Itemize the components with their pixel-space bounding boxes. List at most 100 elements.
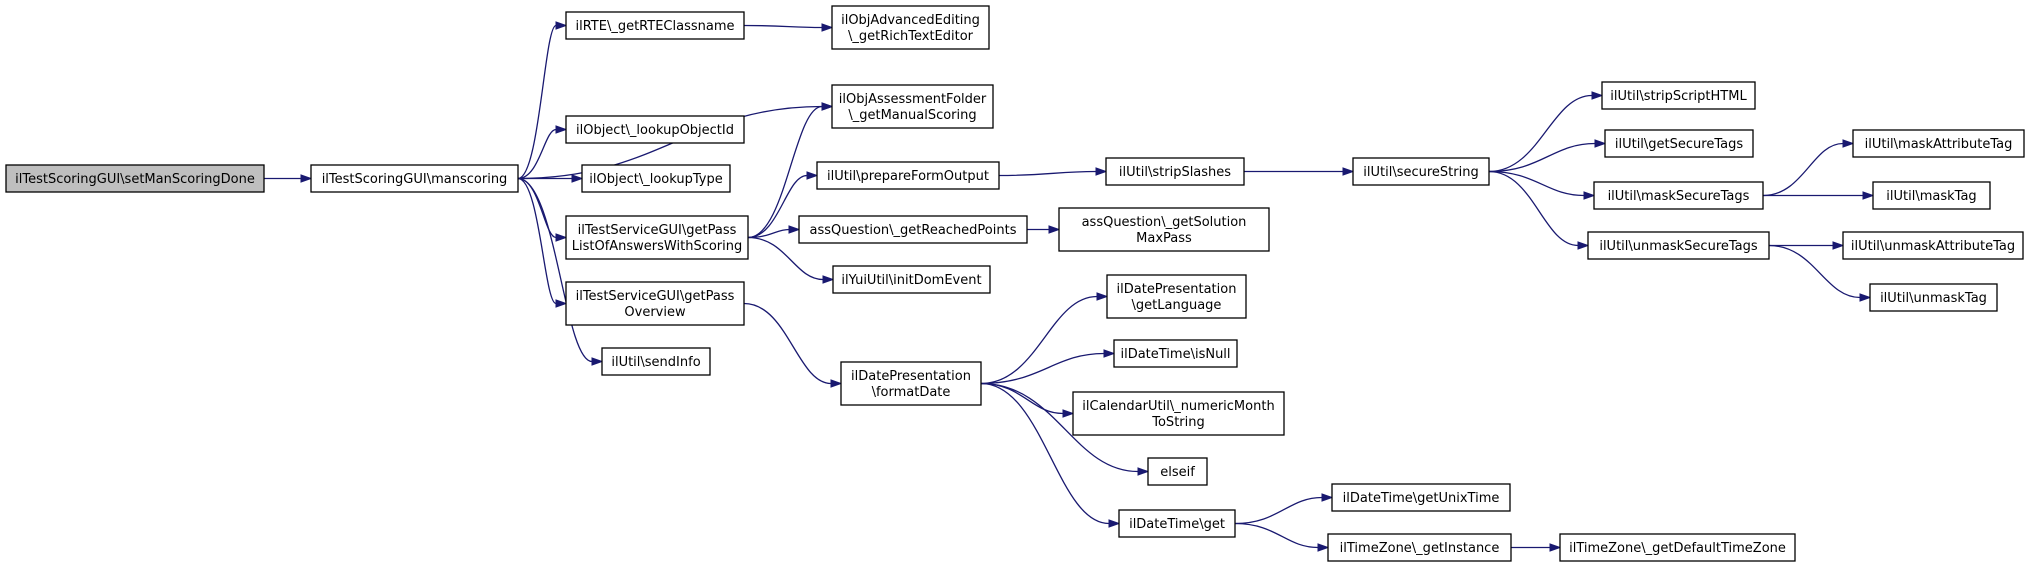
- node-label: Overview: [624, 305, 686, 320]
- function-node[interactable]: ilObject\_lookupObjectId: [565, 115, 745, 144]
- function-node[interactable]: ilYuiUtil\initDomEvent: [832, 265, 991, 294]
- function-node[interactable]: ilUtil\unmaskSecureTags: [1587, 231, 1770, 260]
- node-label: ilUtil\maskTag: [1886, 189, 1976, 204]
- function-node[interactable]: ilUtil\stripSlashes: [1105, 157, 1245, 186]
- node-box: [1559, 533, 1796, 562]
- edge-line: [1762, 142, 1844, 197]
- node-box: [601, 347, 711, 376]
- call-edge: [1488, 139, 1607, 173]
- node-box: [1601, 81, 1756, 110]
- function-node[interactable]: ilUtil\unmaskAttributeTag: [1842, 231, 2024, 260]
- node-box: [798, 215, 1028, 244]
- function-node[interactable]: elseif: [1147, 457, 1208, 486]
- function-node[interactable]: ilUtil\sendInfo: [601, 347, 711, 376]
- node-label: ilUtil\maskAttributeTag: [1865, 137, 2013, 152]
- arrowhead-icon: [1095, 167, 1108, 176]
- node-label: ilObjAssessmentFolder: [839, 92, 987, 107]
- arrowhead-icon: [555, 299, 568, 308]
- node-box: [1072, 391, 1285, 436]
- function-node[interactable]: ilUtil\maskTag: [1872, 181, 1991, 210]
- function-node[interactable]: ilTestScoringGUI\manscoring: [310, 164, 519, 193]
- call-edge: [1763, 191, 1875, 200]
- node-box: [565, 11, 745, 40]
- edge-line: [980, 352, 1105, 385]
- edge-line: [1768, 244, 1861, 299]
- function-node[interactable]: ilDateTime\get: [1118, 509, 1236, 538]
- function-node[interactable]: ilObjAdvancedEditing\_getRichTextEditor: [831, 5, 990, 50]
- edge-line: [1488, 170, 1585, 197]
- function-node[interactable]: ilDatePresentation\getLanguage: [1106, 274, 1247, 319]
- call-edge: [980, 382, 1150, 476]
- edge-line: [1234, 522, 1319, 549]
- function-node[interactable]: ilRTE\_getRTEClassname: [565, 11, 745, 40]
- node-label: ilUtil\getSecureTags: [1615, 137, 1743, 152]
- function-node[interactable]: ilUtil\getSecureTags: [1604, 129, 1754, 158]
- arrowhead-icon: [1583, 191, 1596, 200]
- arrowhead-icon: [1342, 167, 1355, 176]
- node-label: ilRTE\_getRTEClassname: [575, 19, 734, 34]
- arrowhead-icon: [1594, 139, 1607, 148]
- arrowhead-icon: [1317, 543, 1330, 552]
- function-node[interactable]: ilUtil\prepareFormOutput: [816, 161, 1000, 190]
- arrowhead-icon: [806, 171, 819, 180]
- function-node[interactable]: assQuestion\_getReachedPoints: [798, 215, 1028, 244]
- node-label: ilTestScoringGUI\setManScoringDone: [15, 172, 255, 187]
- node-box: [816, 161, 1000, 190]
- function-node[interactable]: ilUtil\maskSecureTags: [1593, 181, 1764, 210]
- node-label: elseif: [1160, 465, 1195, 480]
- edge-line: [1234, 496, 1323, 525]
- node-box: [1113, 339, 1238, 368]
- function-node[interactable]: ilObject\_lookupType: [581, 164, 731, 193]
- node-label: ilDateTime\isNull: [1120, 347, 1230, 362]
- function-node[interactable]: ilObjAssessmentFolder\_getManualScoring: [831, 84, 994, 129]
- call-edge: [1762, 139, 1855, 197]
- node-box: [1593, 181, 1764, 210]
- node-label: ilUtil\stripSlashes: [1119, 165, 1231, 180]
- function-node[interactable]: ilTimeZone\_getInstance: [1327, 533, 1512, 562]
- node-label: assQuestion\_getReachedPoints: [810, 223, 1017, 238]
- call-edge: [1234, 493, 1334, 525]
- node-label: MaxPass: [1136, 231, 1192, 246]
- function-node[interactable]: ilTimeZone\_getDefaultTimeZone: [1559, 533, 1796, 562]
- function-node[interactable]: ilUtil\stripScriptHTML: [1601, 81, 1756, 110]
- node-label: assQuestion\_getSolution: [1082, 215, 1247, 230]
- call-edge: [518, 174, 584, 183]
- arrowhead-icon: [1108, 519, 1121, 528]
- function-node[interactable]: ilUtil\maskAttributeTag: [1852, 129, 2025, 158]
- function-node[interactable]: ilDateTime\isNull: [1113, 339, 1238, 368]
- node-box: [581, 164, 731, 193]
- node-box: [565, 281, 745, 326]
- node-box: [1869, 283, 1998, 312]
- function-node[interactable]: ilTestServiceGUI\getPassListOfAnswersWit…: [565, 215, 749, 260]
- function-node[interactable]: ilUtil\secureString: [1352, 157, 1490, 186]
- arrowhead-icon: [822, 275, 835, 284]
- arrowhead-icon: [555, 21, 568, 30]
- arrowhead-icon: [1832, 241, 1845, 250]
- call-edge: [1488, 170, 1590, 250]
- arrowhead-icon: [830, 379, 843, 388]
- call-edge: [743, 23, 834, 32]
- node-label: ilUtil\unmaskSecureTags: [1599, 239, 1758, 254]
- edge-line: [517, 128, 557, 180]
- function-node[interactable]: ilUtil\unmaskTag: [1869, 283, 1998, 312]
- node-box: [1058, 207, 1270, 252]
- node-label: ilCalendarUtil\_numericMonth: [1082, 399, 1274, 414]
- call-edge: [1510, 543, 1562, 552]
- call-edge: [980, 382, 1075, 418]
- node-label: ilUtil\unmaskAttributeTag: [1851, 239, 2015, 254]
- call-edge: [517, 125, 568, 180]
- edge-line: [1488, 170, 1579, 247]
- node-box: [1106, 274, 1247, 319]
- node-label: ilDatePresentation: [851, 369, 971, 384]
- call-nodes: ilTestScoringGUI\setManScoringDone ilTest…: [5, 5, 2025, 562]
- node-label: \getLanguage: [1132, 298, 1222, 313]
- node-label: ilTestServiceGUI\getPass: [576, 289, 735, 304]
- node-label: ilTestServiceGUI\getPass: [578, 223, 737, 238]
- edge-line: [517, 177, 593, 363]
- function-node[interactable]: ilDatePresentation\formatDate: [840, 361, 982, 406]
- function-node[interactable]: ilDateTime\getUnixTime: [1331, 483, 1511, 512]
